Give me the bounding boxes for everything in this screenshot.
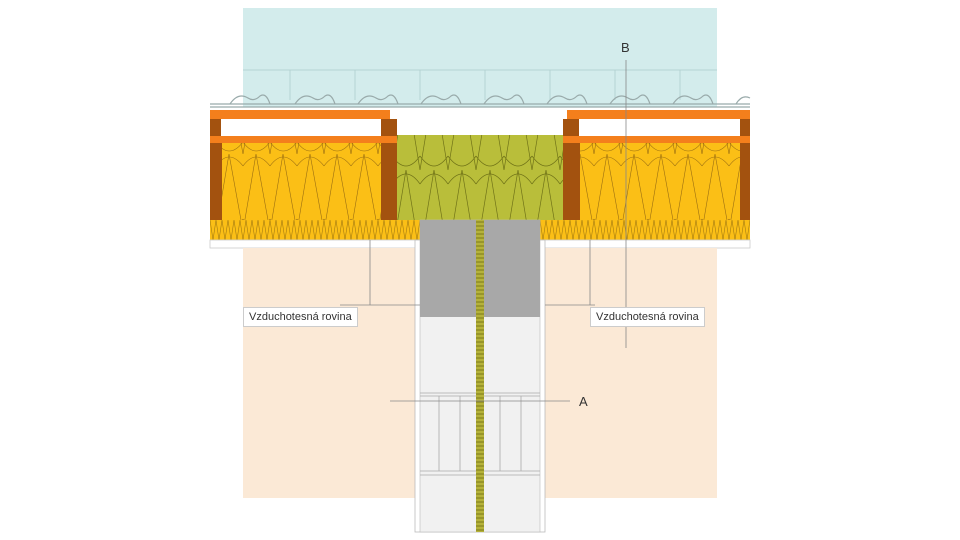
- right-roof-build-up: [563, 110, 750, 220]
- left-roof-build-up: [210, 110, 397, 220]
- point-a-label: A: [579, 394, 588, 409]
- hatched-layer-right: [540, 220, 750, 240]
- air-barrier-label-right: Vzduchotesná rovina: [590, 307, 705, 327]
- sky-zone: [243, 8, 717, 107]
- hatched-layer-left: [210, 220, 420, 240]
- green-insulation: [397, 135, 563, 220]
- column: [414, 219, 546, 533]
- sealing-strip: [476, 220, 484, 532]
- leader-lines: [340, 60, 627, 402]
- air-barrier-label-left: Vzduchotesná rovina: [243, 307, 358, 327]
- wall-right: [545, 248, 717, 498]
- roof-tiles: [210, 94, 751, 108]
- wall-left: [243, 248, 415, 498]
- point-b-label: B: [621, 40, 630, 55]
